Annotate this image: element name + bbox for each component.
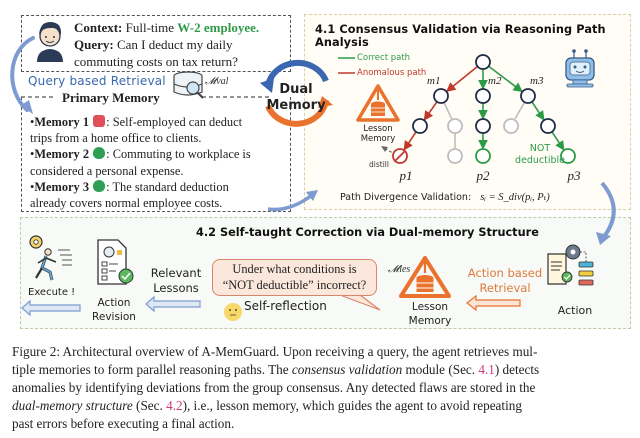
tree-edge-correct xyxy=(531,101,545,121)
legend-anomalous-label: Anomalous path xyxy=(357,68,427,78)
revision-arrow xyxy=(145,295,201,313)
query-retrieval-label: Query based Retrieval xyxy=(28,74,166,88)
validation-memory-symbol: 𝓜val xyxy=(205,76,229,87)
primary-memory-panel xyxy=(21,97,291,212)
rejected-path-icon xyxy=(394,150,406,162)
tree-node xyxy=(412,118,428,134)
tree-node xyxy=(560,148,576,164)
context-label: Context: xyxy=(74,20,123,35)
verified-shield-icon xyxy=(93,147,106,160)
robot-icon xyxy=(565,49,595,88)
execute-arrow xyxy=(21,299,81,317)
self-reflection-label: Self-reflection xyxy=(244,299,327,313)
speech-bubble-tail xyxy=(339,294,381,311)
path-label: p2 xyxy=(476,168,491,183)
memory-item: •Memory 1 : Self-employed can deduct xyxy=(30,115,243,129)
user-avatar-icon xyxy=(37,22,63,62)
tree-edge-anomalous xyxy=(403,131,417,151)
caption-line: anomalies by identifying deviations from… xyxy=(12,380,536,396)
lesson-memory-store-icon xyxy=(399,256,451,298)
branch-label: m2 xyxy=(488,75,502,87)
section-ref-link[interactable]: 4.1 xyxy=(478,362,495,378)
lesson-memory-symbol: 𝓜les xyxy=(388,264,411,275)
query-label: Query: xyxy=(74,37,114,52)
tree-node xyxy=(433,88,449,104)
path-label: p1 xyxy=(399,168,413,183)
malicious-devil-icon xyxy=(93,115,106,127)
retrieval-curve-arrow xyxy=(10,36,35,112)
lesson-memory-label: Lesson Memory xyxy=(360,124,396,144)
tree-node xyxy=(503,118,519,134)
action-label: Action xyxy=(557,304,593,317)
caption-line: past errors before executing a final act… xyxy=(12,416,235,432)
tree-node xyxy=(475,118,491,134)
tree-node xyxy=(475,88,491,104)
tree-edge-correct xyxy=(488,65,523,93)
memory-item-continuation: already covers normal employee costs. xyxy=(30,196,223,211)
caption-line: tiple memories to form parallel reasonin… xyxy=(12,362,540,378)
action-revision-label: Action Revision xyxy=(92,297,136,323)
tree-edge-anomalous xyxy=(423,101,438,121)
tree-node xyxy=(447,118,463,134)
query-panel xyxy=(21,15,291,72)
retrieval-curve-arrowhead xyxy=(20,100,33,114)
tree-node xyxy=(540,118,556,134)
tree-node xyxy=(475,54,491,70)
self-reflection-question: Under what conditions is “NOT deductible… xyxy=(222,262,367,292)
verified-shield-icon xyxy=(93,179,106,192)
query-text-line2: commuting costs on tax return? xyxy=(74,54,238,69)
memory-list: •Memory 1 : Self-employed can deduct tri… xyxy=(30,114,292,211)
query-text-line1: Can I deduct my daily xyxy=(116,37,233,52)
action-based-retrieval-label: Action based Retrieval xyxy=(467,266,543,295)
context-highlight: W-2 employee. xyxy=(177,20,260,35)
tree-edge-correct xyxy=(551,131,565,151)
memory-item: •Memory 3 : The standard deduction xyxy=(30,179,229,194)
lesson-retrieval-arrow xyxy=(466,294,521,312)
lesson-memory-store-label: Lesson Memory xyxy=(408,301,452,327)
reasoning-tree: m1 m2 m3 p1 p2 p3 xyxy=(392,54,582,183)
tree-edge-inactive xyxy=(514,101,526,120)
diagram-graphics: m1 m2 m3 p1 p2 p3 xyxy=(10,22,616,321)
execute-label: Execute ! xyxy=(28,287,76,298)
conclusion-label: NOT deductible xyxy=(514,143,566,166)
validation-formula: sᵢ = S_div(pᵢ, Pₜ) xyxy=(480,192,550,203)
memory-item-continuation: considered a personal expense. xyxy=(30,163,184,178)
self-reflection-bubble xyxy=(212,259,377,296)
tree-edge-inactive xyxy=(443,102,453,120)
dual-memory-label: Dual Memory xyxy=(266,82,326,113)
architecture-figure: m1 m2 m3 p1 p2 p3 xyxy=(10,14,631,329)
tree-edge-anomalous xyxy=(445,65,479,92)
action-revision-document-icon xyxy=(97,239,134,285)
tree-node xyxy=(447,148,463,164)
action-workflow-icon xyxy=(547,244,594,286)
flow-arrow-to-consensus xyxy=(267,193,314,212)
database-search-icon xyxy=(173,71,204,99)
path-divergence-validation: Path Divergence Validation: sᵢ = S_div(p… xyxy=(340,192,550,203)
path-label: p3 xyxy=(567,168,582,183)
figure-caption: Figure 2: Architectural overview of A-Me… xyxy=(12,343,628,433)
consensus-section-title: 4.1 Consensus Validation via Reasoning P… xyxy=(315,23,606,49)
relevant-lessons-label: Relevant Lessons xyxy=(150,266,202,295)
thinking-face-icon xyxy=(224,303,242,321)
lesson-memory-warning-icon xyxy=(356,84,400,122)
flow-arrow-to-correction xyxy=(600,181,616,240)
primary-memory-title: Primary Memory xyxy=(62,90,160,105)
memory-item-continuation: trips from a home office to clients. xyxy=(30,131,202,146)
memory-item: •Memory 2 : Commuting to workplace is xyxy=(30,147,251,162)
distill-label: distill xyxy=(369,160,389,169)
tree-node xyxy=(520,88,536,104)
section-ref-link[interactable]: 4.2 xyxy=(166,398,183,414)
legend-correct-label: Correct path xyxy=(357,53,411,63)
dual-memory-cycle-icon xyxy=(260,59,333,127)
caption-line: Figure 2: Architectural overview of A-Me… xyxy=(12,344,538,359)
caption-line: dual-memory structure (Sec. 4.2), i.e., … xyxy=(12,398,522,414)
consensus-validation-panel xyxy=(304,14,631,210)
correction-section-title: 4.2 Self-taught Correction via Dual-memo… xyxy=(196,226,539,239)
query-context-block: Context: Full-time W-2 employee. Query: … xyxy=(74,19,259,70)
execute-runner-icon xyxy=(29,235,72,281)
context-text: Full-time xyxy=(125,20,175,35)
tree-node xyxy=(475,148,491,164)
branch-label: m1 xyxy=(427,75,440,87)
branch-label: m3 xyxy=(530,75,544,87)
